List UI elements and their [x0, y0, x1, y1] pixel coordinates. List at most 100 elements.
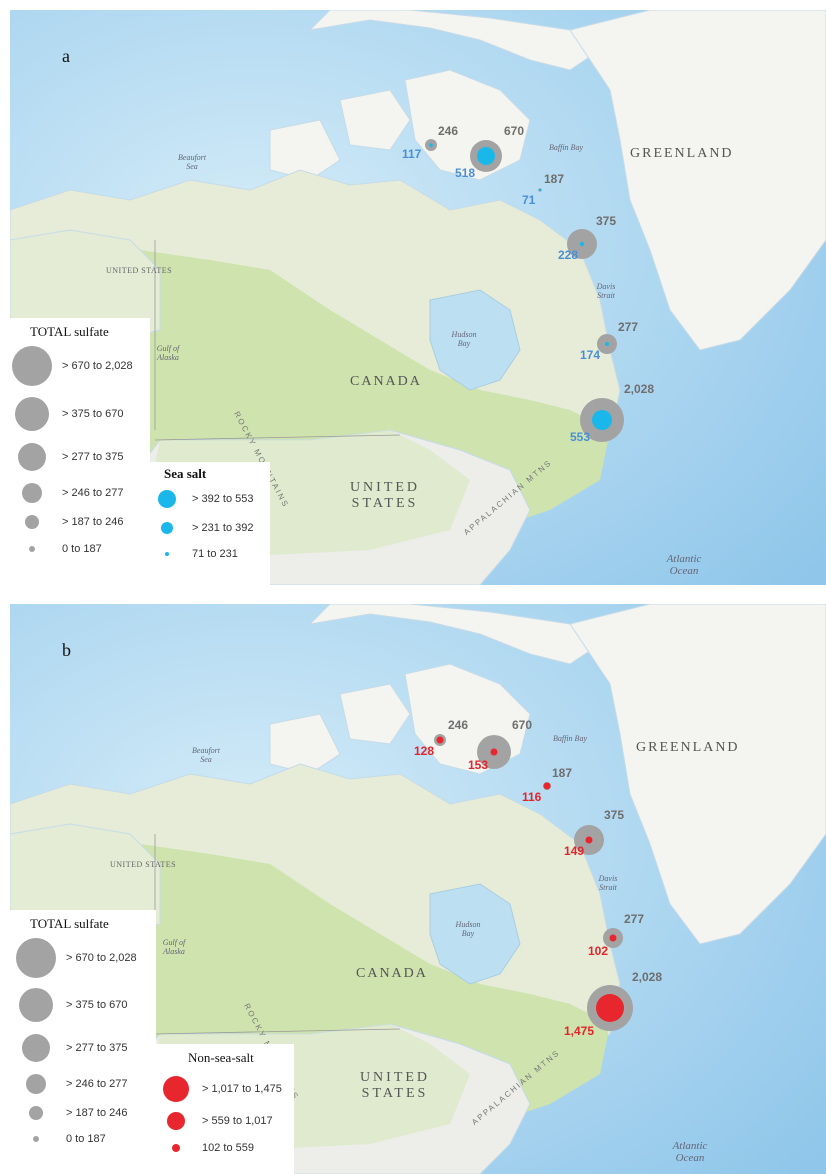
legend-circle	[29, 1106, 43, 1120]
legend-row: 71 to 231	[150, 548, 238, 560]
legend-row: > 670 to 2,028	[14, 938, 137, 978]
legend-label: > 392 to 553	[192, 493, 254, 505]
legend-circle	[22, 1034, 50, 1062]
legend-title: TOTAL sulfate	[30, 324, 109, 339]
legend-row: > 231 to 392	[150, 522, 253, 534]
legend-label: > 246 to 277	[62, 487, 124, 499]
legend-circle	[165, 552, 169, 556]
map-panel-b: b GREENLAND CANADA UNITED STATES UNITED …	[10, 604, 826, 1174]
label-baffin-bay: Baffin Bay	[549, 143, 583, 152]
site-total-label: 277	[624, 912, 645, 926]
site-component-label: 174	[580, 348, 601, 362]
site-component-label: 128	[414, 744, 435, 758]
site-component-label: 1,475	[564, 1024, 595, 1038]
total-sulfate-legend: TOTAL sulfate > 670 to 2,028 > 375 to 67…	[10, 318, 150, 585]
legend-row: > 559 to 1,017	[158, 1112, 273, 1130]
legend-label: > 670 to 2,028	[62, 360, 133, 372]
site-component-label: 117	[402, 147, 422, 161]
legend-row: > 277 to 375	[14, 1034, 127, 1062]
legend-row: > 670 to 2,028	[10, 346, 133, 386]
basemap	[10, 10, 826, 585]
site-component-label: 71	[522, 193, 536, 207]
legend-label: 71 to 231	[192, 548, 238, 560]
label-beaufort-sea: Beaufort Sea	[192, 746, 220, 764]
legend-title: TOTAL sulfate	[30, 916, 109, 931]
site-total-label: 277	[618, 320, 639, 334]
legend-circle	[25, 515, 39, 529]
legend-circle	[158, 490, 176, 508]
legend-label: > 187 to 246	[66, 1107, 128, 1119]
legend-title: Non-sea-salt	[188, 1050, 254, 1065]
legend-circle	[22, 483, 42, 503]
legend-row: > 277 to 375	[10, 443, 123, 471]
label-gulf-of-alaska: Gulf of Alaska	[156, 344, 180, 362]
sea-salt-legend: Sea salt > 392 to 553 > 231 to 392 71 to…	[150, 462, 270, 585]
legend-circle	[12, 346, 52, 386]
legend-row: > 1,017 to 1,475	[158, 1076, 282, 1102]
site-total-label: 187	[552, 766, 573, 780]
site-total-label: 670	[504, 124, 525, 138]
label-canada: CANADA	[350, 374, 422, 389]
legend-circle	[172, 1144, 180, 1152]
legend-label: > 231 to 392	[192, 522, 254, 534]
legend-label: > 187 to 246	[62, 516, 124, 528]
site-component-label: 149	[564, 844, 585, 858]
legend-row: 0 to 187	[10, 543, 102, 555]
legend-circle	[15, 397, 49, 431]
label-davis-strait: Davis Strait	[598, 874, 618, 892]
legend-row: > 246 to 277	[14, 1074, 127, 1094]
legend-label: > 246 to 277	[66, 1078, 128, 1090]
label-baffin-bay: Baffin Bay	[553, 734, 587, 743]
label-hudson-bay: Hudson Bay	[455, 920, 481, 938]
label-united-states: UNITED STATES	[349, 480, 421, 511]
label-hudson-bay: Hudson Bay	[451, 330, 477, 348]
legend-label: > 559 to 1,017	[202, 1115, 273, 1127]
label-gulf-of-alaska: Gulf of Alaska	[162, 938, 186, 956]
label-united-states-alaska: UNITED STATES	[110, 860, 177, 869]
label-united-states-alaska: UNITED STATES	[106, 266, 173, 275]
basemap	[10, 604, 826, 1174]
total-sulfate-legend: TOTAL sulfate > 670 to 2,028 > 375 to 67…	[10, 910, 156, 1174]
label-beaufort-sea: Beaufort Sea	[178, 153, 206, 171]
legend-label: > 375 to 670	[66, 999, 128, 1011]
label-united-states: UNITED STATES	[359, 1070, 431, 1101]
legend-title: Sea salt	[164, 466, 207, 481]
label-atlantic-ocean: Atlantic Ocean	[666, 553, 702, 577]
site-component-label: 553	[570, 430, 591, 444]
legend-label: 102 to 559	[202, 1142, 254, 1154]
site-total-label: 246	[438, 124, 459, 138]
legend-label: > 277 to 375	[66, 1042, 128, 1054]
label-canada: CANADA	[356, 966, 428, 981]
site-component-label: 153	[468, 758, 489, 772]
legend-row: 0 to 187	[14, 1133, 106, 1145]
non-sea-salt-legend: Non-sea-salt > 1,017 to 1,475 > 559 to 1…	[156, 1044, 294, 1174]
site-component-label: 518	[455, 166, 476, 180]
legend-circle	[16, 938, 56, 978]
site-component-label: 228	[558, 248, 579, 262]
site-total-label: 2,028	[632, 970, 663, 984]
legend-row: > 375 to 670	[10, 397, 123, 431]
legend-row: > 187 to 246	[14, 1106, 127, 1120]
legend-label: > 277 to 375	[62, 451, 124, 463]
label-greenland: GREENLAND	[630, 146, 734, 161]
label-greenland: GREENLAND	[636, 740, 740, 755]
label-davis-strait: Davis Strait	[596, 282, 616, 300]
legend-circle	[26, 1074, 46, 1094]
legend-row: > 375 to 670	[14, 988, 127, 1022]
legend-label: 0 to 187	[62, 543, 102, 555]
legend-circle	[19, 988, 53, 1022]
legend-row: > 187 to 246	[10, 515, 123, 529]
legend-label: 0 to 187	[66, 1133, 106, 1145]
legend-circle	[33, 1136, 39, 1142]
map-panel-a: a GREENLAND CANADA UNITED STATES UNITED …	[10, 10, 826, 585]
legend-circle	[163, 1076, 189, 1102]
legend-circle	[18, 443, 46, 471]
site-total-label: 375	[604, 808, 625, 822]
legend-circle	[167, 1112, 185, 1130]
legend-circle	[29, 546, 35, 552]
legend-row: > 392 to 553	[150, 490, 253, 508]
legend-row: 102 to 559	[158, 1142, 254, 1154]
site-component-label: 102	[588, 944, 609, 958]
site-total-label: 2,028	[624, 382, 655, 396]
site-total-label: 187	[544, 172, 565, 186]
